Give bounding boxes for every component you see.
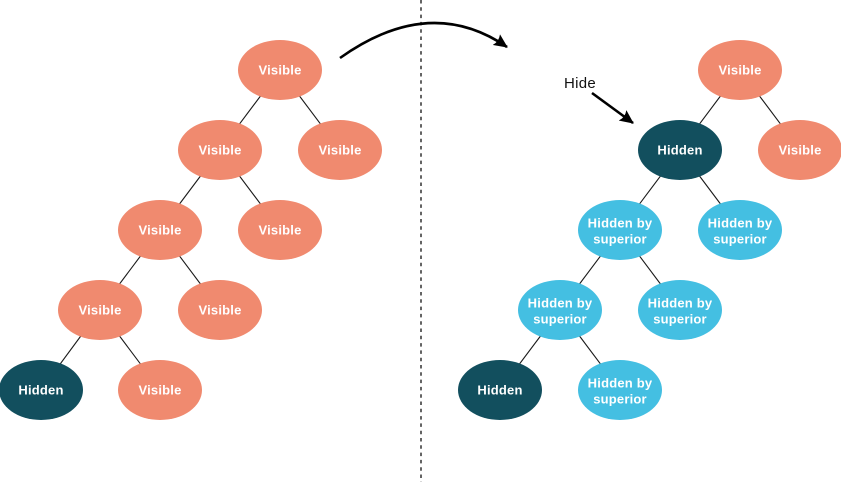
tree-node-ellipse <box>578 200 662 260</box>
tree-node-label: Visible <box>778 143 821 158</box>
tree-node-ellipse <box>298 120 382 180</box>
tree-node-label: Visible <box>718 63 761 78</box>
tree-node-visible: Visible <box>178 280 262 340</box>
tree-node-visible: Visible <box>118 200 202 260</box>
tree-node-ellipse <box>578 360 662 420</box>
tree-node-label: Visible <box>258 223 301 238</box>
tree-node-label: Visible <box>78 303 121 318</box>
curved-transform-arrow-icon <box>339 21 508 60</box>
tree-node-ellipse <box>518 280 602 340</box>
tree-node-label: Visible <box>258 63 301 78</box>
annotation-layer: Hide <box>564 75 634 125</box>
tree-node-label: Visible <box>198 303 241 318</box>
tree-node-ellipse <box>698 40 782 100</box>
tree-node-hidden: Hidden <box>458 360 542 420</box>
tree-node-visible: Visible <box>238 40 322 100</box>
tree-node-label: Hidden <box>18 383 63 398</box>
tree-node-ellipse <box>0 360 83 420</box>
tree-node-visible: Visible <box>758 120 841 180</box>
tree-node-ellipse <box>638 120 722 180</box>
tree-node-ellipse <box>758 120 841 180</box>
tree-node-ellipse <box>118 200 202 260</box>
tree-node-label: Hidden <box>477 383 522 398</box>
tree-node-ellipse <box>458 360 542 420</box>
tree-node-hidden: Hidden <box>0 360 83 420</box>
tree-node-ellipse <box>178 280 262 340</box>
hide-pointer-arrow-icon <box>591 91 634 125</box>
tree-node-visible: Visible <box>698 40 782 100</box>
tree-node-visible: Visible <box>298 120 382 180</box>
tree-node-label: Visible <box>138 383 181 398</box>
tree-node-hidden: Hidden <box>638 120 722 180</box>
tree-node-label: Visible <box>198 143 241 158</box>
tree-node-visible: Visible <box>118 360 202 420</box>
tree-node-visible: Visible <box>58 280 142 340</box>
hide-annotation-label: Hide <box>564 75 596 92</box>
tree-node-ellipse <box>58 280 142 340</box>
tree-node-ellipse <box>118 360 202 420</box>
tree-node-ellipse <box>698 200 782 260</box>
tree-node-visible: Visible <box>238 200 322 260</box>
tree-node-label: Visible <box>318 143 361 158</box>
arrows-layer <box>339 21 508 60</box>
tree-node-visible: Visible <box>178 120 262 180</box>
tree-node-ellipse <box>178 120 262 180</box>
tree-node-ellipse <box>638 280 722 340</box>
tree-node-label: Hidden <box>657 143 702 158</box>
tree-node-ellipse <box>238 40 322 100</box>
tree-node-ellipse <box>238 200 322 260</box>
tree-node-label: Visible <box>138 223 181 238</box>
